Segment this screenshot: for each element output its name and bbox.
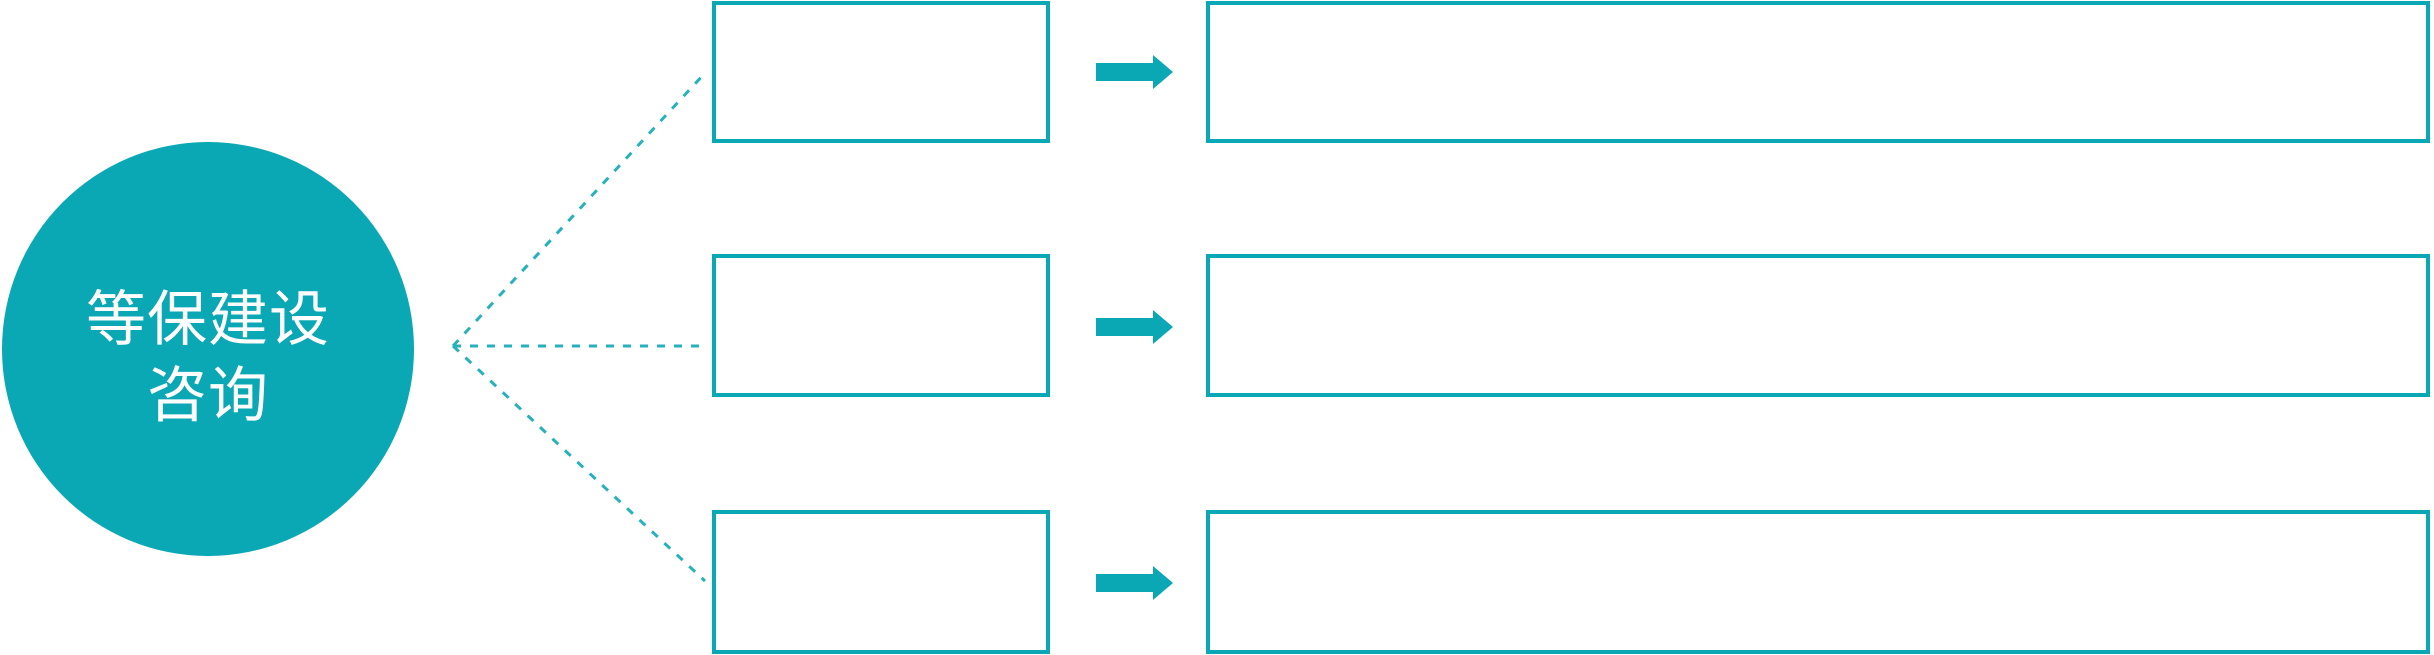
hub-label-line-2: 咨询 <box>147 362 269 429</box>
step-box-2 <box>712 254 1050 397</box>
arrow-right-icon <box>1096 310 1173 344</box>
arrow-right-icon <box>1096 55 1173 89</box>
hub-label-line-1: 等保建设 <box>86 286 330 353</box>
hub-circle: 等保建设 咨询 <box>2 142 414 556</box>
hub-label: 等保建设 咨询 <box>86 282 330 434</box>
detail-box-2 <box>1206 254 2430 397</box>
arrow-right-icon <box>1096 566 1173 600</box>
step-box-1 <box>712 1 1050 143</box>
detail-box-1 <box>1206 1 2430 143</box>
dotted-line-to-row-3 <box>451 344 707 583</box>
step-box-3 <box>712 510 1050 654</box>
dotted-line-to-row-1 <box>451 71 707 348</box>
detail-box-3 <box>1206 510 2430 654</box>
